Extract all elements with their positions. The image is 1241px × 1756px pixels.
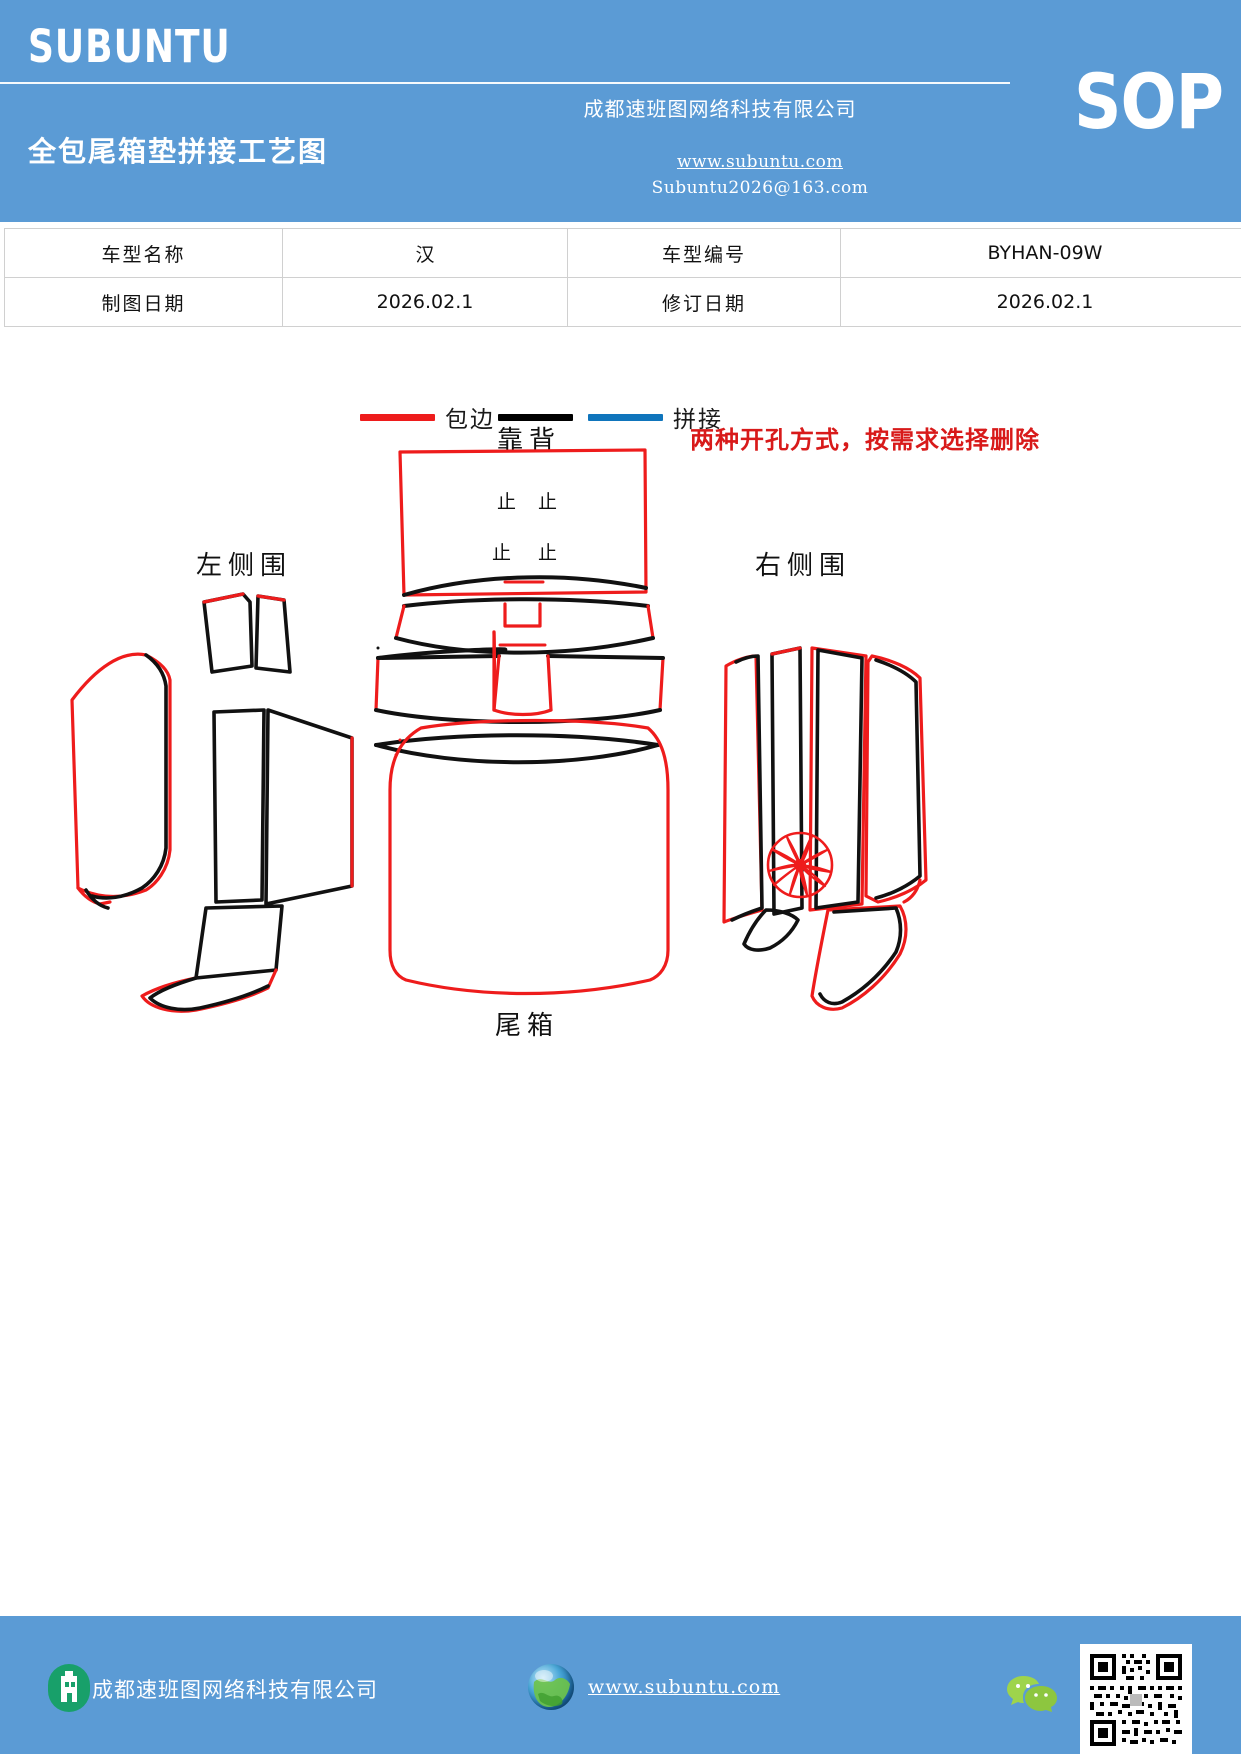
header-email: Subuntu2026@163.com: [600, 178, 920, 198]
value-model-name: 汉: [283, 229, 568, 278]
page-footer: 成都速班图网络科技有限公司 www.subuntu.com: [0, 1616, 1241, 1754]
part-backrest-top: [400, 450, 646, 595]
sop-badge: SOP: [1074, 58, 1223, 147]
document-title: 全包尾箱垫拼接工艺图: [28, 130, 328, 170]
globe-icon: [528, 1664, 574, 1710]
value-model-code: BYHAN-09W: [841, 229, 1241, 278]
building-glyph-icon: [48, 1664, 90, 1712]
table-row: 车型名称 汉 车型编号 BYHAN-09W: [5, 229, 1241, 278]
header-website-link[interactable]: www.subuntu.com: [600, 152, 920, 172]
label-revision-date: 修订日期: [568, 278, 841, 327]
footer-website-link[interactable]: www.subuntu.com: [588, 1676, 780, 1698]
part-left-side-group: [72, 594, 352, 1011]
page-header: SUBUNTU 全包尾箱垫拼接工艺图 成都速班图网络科技有限公司 www.sub…: [0, 0, 1241, 222]
label-model-name: 车型名称: [5, 229, 283, 278]
header-divider: [0, 82, 1010, 84]
building-icon: [48, 1664, 90, 1712]
footer-company-name: 成都速班图网络科技有限公司: [92, 1674, 378, 1704]
wechat-glyph-icon: [1005, 1674, 1059, 1714]
value-draw-date: 2026.02.1: [283, 278, 568, 327]
qr-code: [1080, 1644, 1192, 1756]
label-model-code: 车型编号: [568, 229, 841, 278]
qr-code-glyph-icon: [1086, 1650, 1186, 1750]
part-right-side-group: [724, 648, 926, 1009]
value-revision-date: 2026.02.1: [841, 278, 1241, 327]
part-backrest-strip: [376, 648, 658, 762]
brand-logo: SUBUNTU: [28, 22, 231, 73]
header-company-name: 成都速班图网络科技有限公司: [520, 93, 920, 122]
wechat-icon: [1005, 1674, 1059, 1714]
part-backrest-middle: [396, 599, 653, 652]
vehicle-info-table: 车型名称 汉 车型编号 BYHAN-09W 制图日期 2026.02.1 修订日…: [4, 228, 1241, 327]
table-row: 制图日期 2026.02.1 修订日期 2026.02.1: [5, 278, 1241, 327]
technical-drawing: [0, 410, 1241, 1090]
globe-glyph-icon: [528, 1664, 574, 1710]
label-draw-date: 制图日期: [5, 278, 283, 327]
